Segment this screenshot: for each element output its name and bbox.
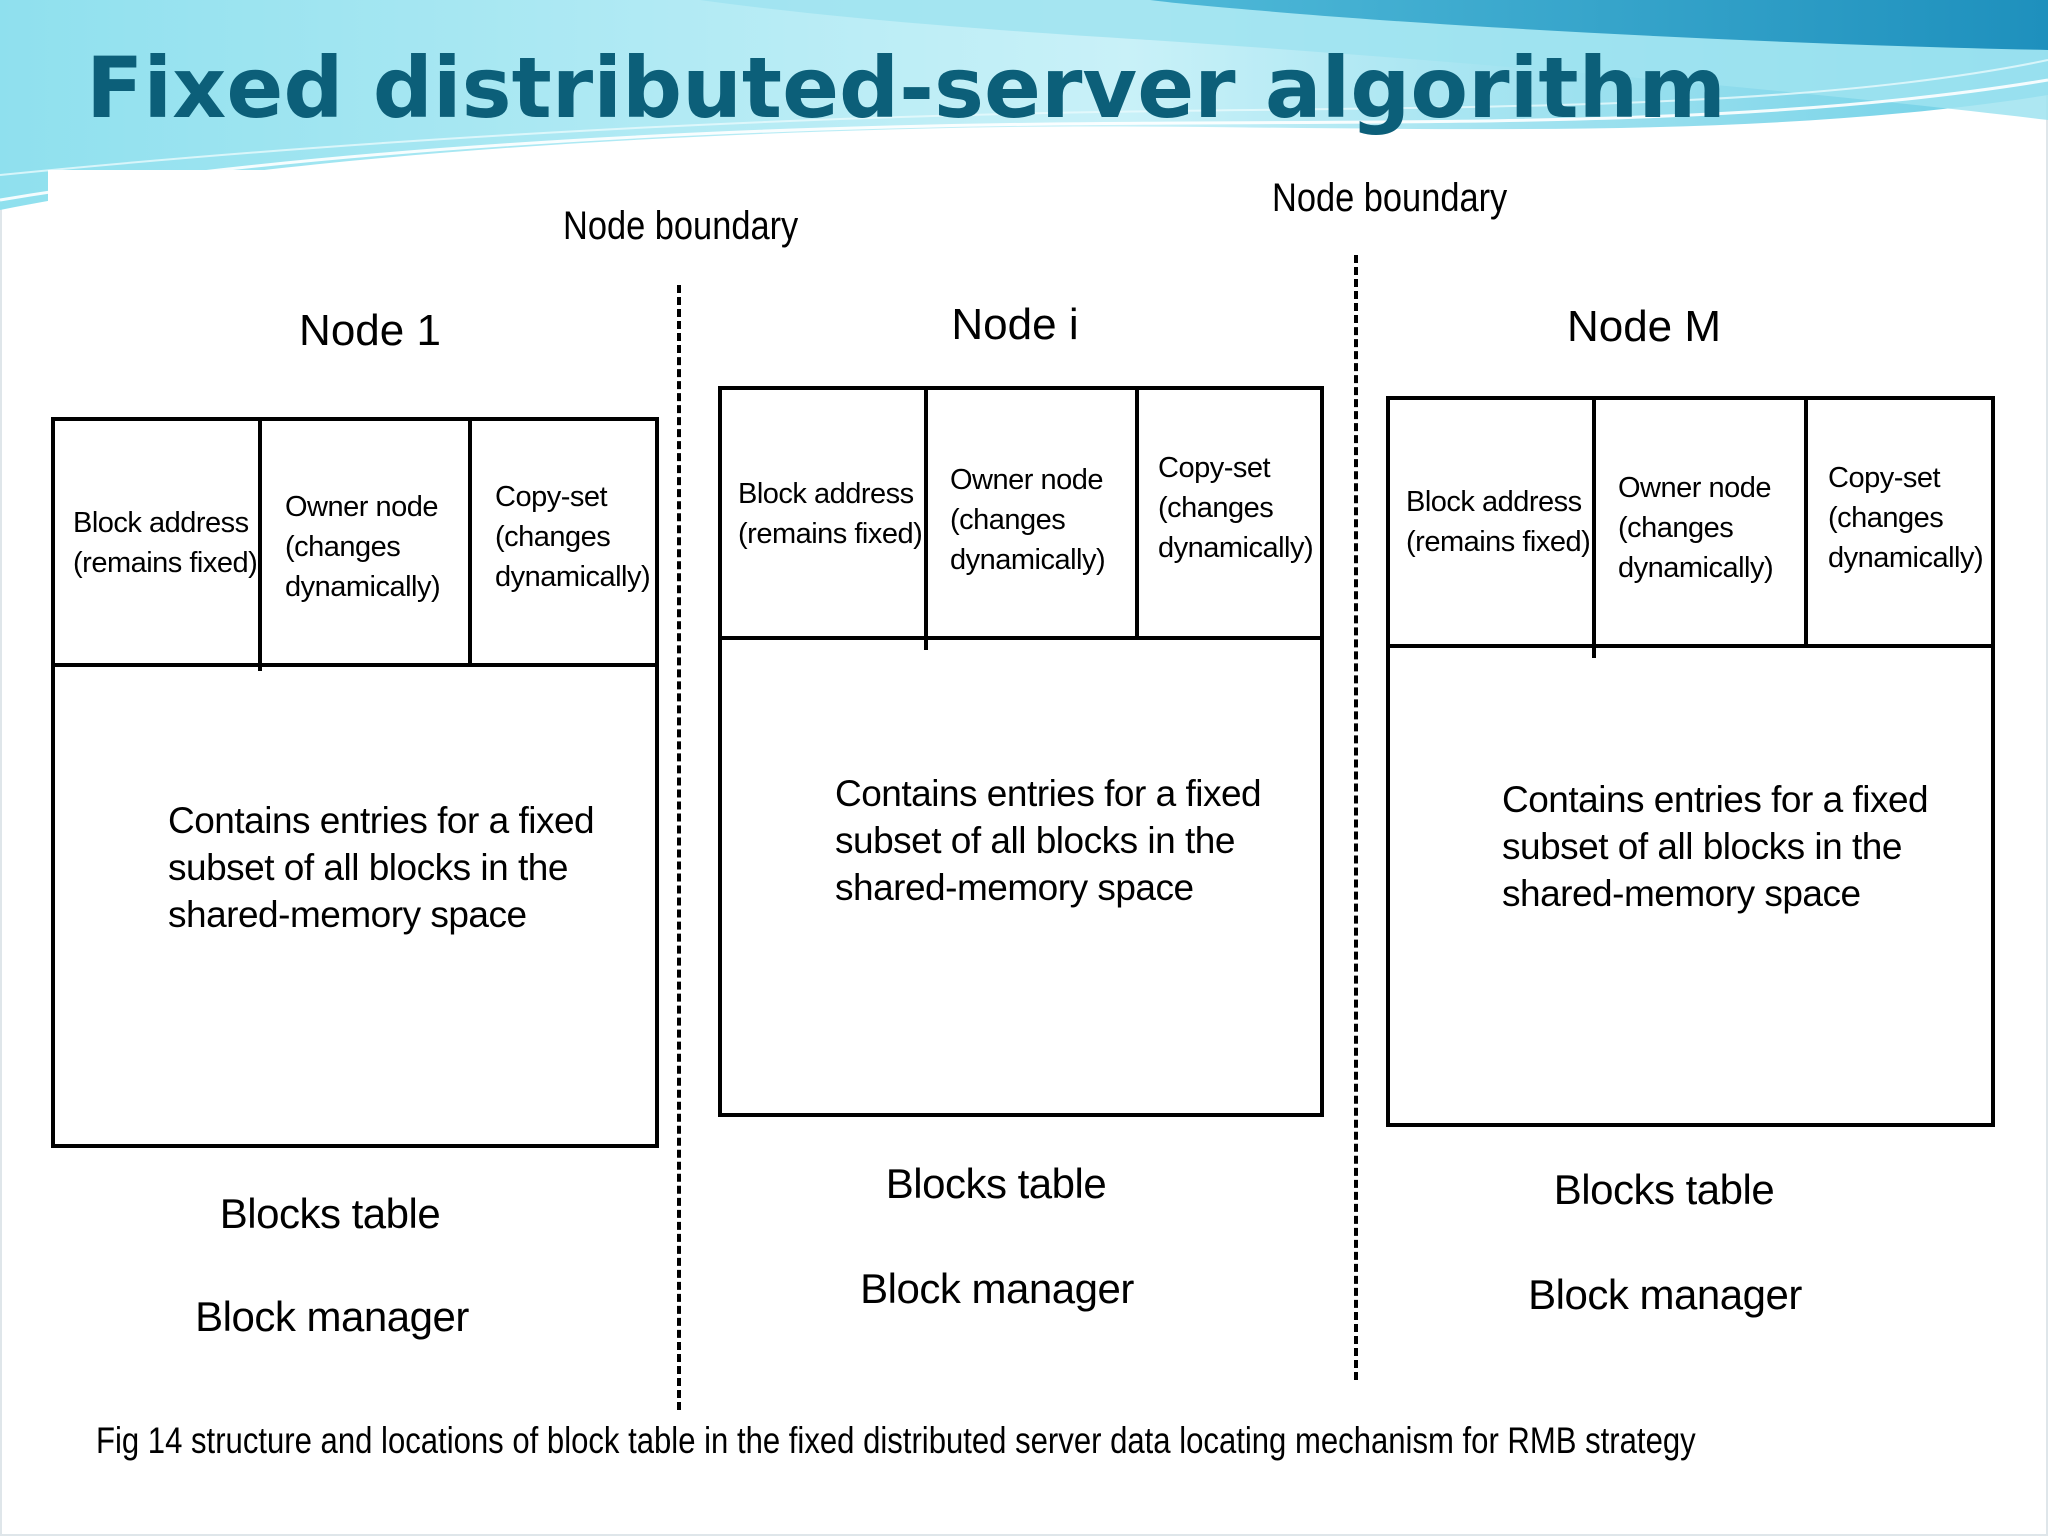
column-header-owner-node: Owner node (changes dynamically) <box>285 491 441 603</box>
column-divider <box>924 390 928 650</box>
blocks-table-label: Blocks table <box>219 1190 441 1237</box>
block-manager-label: Block manager <box>195 1293 469 1340</box>
column-header-owner-node: Owner node (changes dynamically) <box>1618 472 1774 584</box>
node-title-node-1: Node 1 <box>299 306 441 355</box>
column-divider <box>468 421 472 665</box>
node-boundary-label-2: Node boundary <box>1272 176 1508 220</box>
table-header-line <box>55 663 655 667</box>
column-header-owner-node: Owner node (changes dynamically) <box>950 464 1106 576</box>
node-boundary-line-2 <box>1354 255 1358 1380</box>
header-wave-dark <box>1150 0 2048 50</box>
blocks-table-label: Blocks table <box>885 1160 1107 1207</box>
blocks-table-node-1: Block address (remains fixed) Owner node… <box>51 417 659 1148</box>
node-boundary-line-1 <box>677 285 681 1410</box>
column-divider <box>1804 400 1808 646</box>
column-divider <box>1592 400 1596 658</box>
column-header-copy-set: Copy-set (changes dynamically) <box>1828 462 1984 574</box>
table-body-description: Contains entries for a fixed subset of a… <box>835 773 1262 908</box>
block-manager-label: Block manager <box>1528 1271 1802 1318</box>
node-title-node-i: Node i <box>951 300 1079 349</box>
header-wave-line-2 <box>0 59 2048 176</box>
column-divider <box>258 421 262 671</box>
column-header-copy-set: Copy-set (changes dynamically) <box>1158 452 1314 564</box>
column-divider <box>1135 390 1139 638</box>
table-header-line <box>1390 644 1991 648</box>
table-body-description: Contains entries for a fixed subset of a… <box>1502 779 1929 914</box>
table-header-line <box>722 636 1320 640</box>
node-title-node-m: Node M <box>1566 302 1722 351</box>
block-manager-label: Block manager <box>860 1265 1134 1312</box>
node-boundary-label-1: Node boundary <box>563 204 799 248</box>
blocks-table-node-i: Block address (remains fixed) Owner node… <box>718 386 1324 1117</box>
header-wave-line <box>0 78 2048 202</box>
figure-caption: Fig 14 structure and locations of block … <box>96 1420 1696 1461</box>
column-header-block-address: Block address (remains fixed) <box>738 478 923 550</box>
column-header-block-address: Block address (remains fixed) <box>73 507 258 579</box>
column-header-block-address: Block address (remains fixed) <box>1406 486 1591 558</box>
blocks-table-node-m: Block address (remains fixed) Owner node… <box>1386 396 1995 1127</box>
blocks-table-label: Blocks table <box>1553 1166 1775 1213</box>
column-header-copy-set: Copy-set (changes dynamically) <box>495 481 651 593</box>
table-body-description: Contains entries for a fixed subset of a… <box>168 800 595 935</box>
slide-title: Fixed distributed-server algorithm <box>86 39 1726 137</box>
